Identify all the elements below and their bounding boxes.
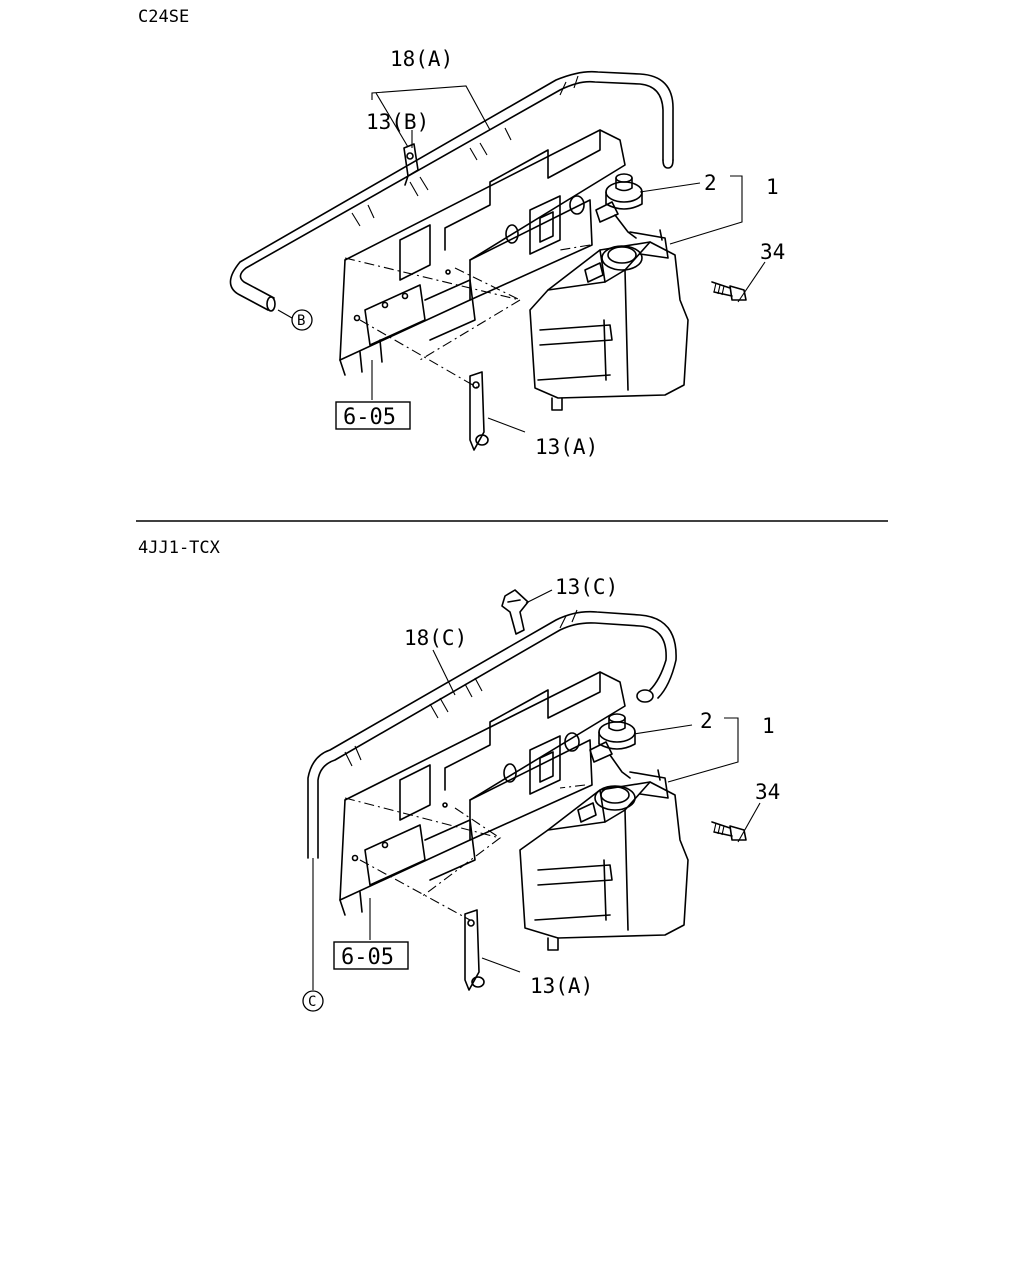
svg-text:6-05: 6-05 <box>341 945 394 970</box>
mounting-bolt <box>711 281 747 301</box>
svg-text:6-05: 6-05 <box>343 405 396 430</box>
reference-box: 6-05 <box>335 401 411 430</box>
callout-hose: 18(C) <box>404 626 467 650</box>
svg-text:C: C <box>308 994 316 1010</box>
section-c24se: C24SE <box>138 7 785 459</box>
connection-marker-b: B <box>291 309 313 331</box>
engine-code-label: 4JJ1-TCX <box>138 538 221 558</box>
reservoir-cap <box>595 173 643 239</box>
overflow-hose <box>307 609 677 990</box>
reservoir-tank <box>519 769 689 951</box>
callout-cap: 2 <box>704 171 717 195</box>
section-4jj1-tcx: 4JJ1-TCX <box>138 538 780 1012</box>
hose-clip-a <box>469 371 489 451</box>
hose-clip-b <box>403 143 419 186</box>
radiator-support-frame <box>339 671 626 916</box>
hose-clip-a <box>464 909 485 991</box>
callout-clip-a: 13(A) <box>530 974 593 998</box>
callout-hose: 18(A) <box>390 47 453 71</box>
callout-tank: 1 <box>762 714 775 738</box>
callout-clip-c: 13(C) <box>555 575 618 599</box>
radiator-support-frame <box>339 129 626 376</box>
callout-clip-a: 13(A) <box>535 435 598 459</box>
reference-box: 6-05 <box>333 941 409 970</box>
callout-bolt: 34 <box>755 780 780 804</box>
connection-marker-c: C <box>302 990 324 1012</box>
overflow-hose <box>229 70 674 312</box>
reservoir-cap <box>589 713 636 779</box>
reservoir-tank <box>529 229 689 411</box>
callout-cap: 2 <box>700 709 713 733</box>
svg-text:B: B <box>297 313 305 329</box>
engine-code-label: C24SE <box>138 7 189 27</box>
mounting-bolt <box>711 821 747 841</box>
callout-tank: 1 <box>766 175 779 199</box>
hose-clip-c <box>501 589 529 635</box>
callout-bolt: 34 <box>760 240 785 264</box>
callout-clip-b: 13(B) <box>366 110 429 134</box>
